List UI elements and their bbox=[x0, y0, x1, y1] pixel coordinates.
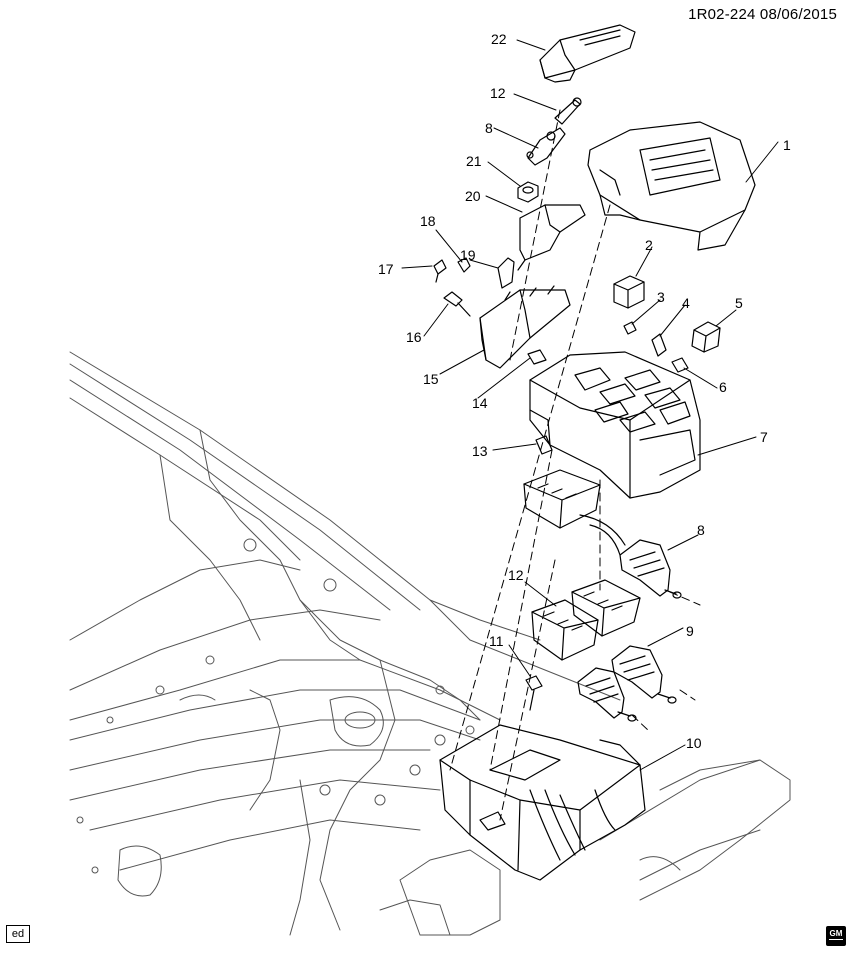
ed-badge: ed bbox=[6, 925, 30, 943]
callout-18: 18 bbox=[420, 213, 436, 229]
callout-10: 10 bbox=[686, 735, 702, 751]
callout-4: 4 bbox=[682, 295, 690, 311]
part-3-fuse bbox=[623, 321, 637, 335]
callout-1: 1 bbox=[783, 137, 791, 153]
callout-13: 13 bbox=[472, 443, 488, 459]
callout-8-lower: 8 bbox=[697, 522, 705, 538]
part-1-fuse-box-cover bbox=[587, 121, 756, 251]
callout-19: 19 bbox=[460, 247, 476, 263]
part-4-fuse bbox=[651, 333, 667, 357]
callout-5: 5 bbox=[735, 295, 743, 311]
callout-15: 15 bbox=[423, 371, 439, 387]
part-10-tray bbox=[439, 724, 646, 881]
part-18-clip bbox=[457, 257, 471, 273]
part-21-nut bbox=[517, 181, 539, 203]
callout-20: 20 bbox=[465, 188, 481, 204]
part-2-relay bbox=[613, 275, 645, 309]
part-20-bracket bbox=[517, 204, 586, 271]
part-6-fuse bbox=[671, 357, 689, 373]
gm-logo: GM bbox=[826, 926, 846, 946]
part-16-bolt bbox=[443, 291, 471, 317]
callout-17: 17 bbox=[378, 261, 394, 277]
callout-22: 22 bbox=[491, 31, 507, 47]
vehicle-body-structure bbox=[69, 351, 791, 936]
callout-2: 2 bbox=[645, 237, 653, 253]
connector-lower-right bbox=[571, 579, 641, 637]
harness-upper bbox=[579, 514, 626, 556]
part-11-bolt bbox=[525, 675, 543, 711]
part-5-relay bbox=[691, 321, 721, 353]
part-12-bracket-top bbox=[554, 97, 582, 125]
callout-12-lower: 12 bbox=[508, 567, 524, 583]
diagram-code: 1R02-224 08/06/2015 bbox=[688, 6, 837, 23]
part-19-clip bbox=[497, 257, 515, 289]
grommet-lower bbox=[577, 667, 637, 722]
part-14-pin bbox=[527, 349, 547, 365]
leader-lines bbox=[401, 39, 779, 771]
part-7-fuse-box bbox=[529, 351, 701, 499]
part-15-junction-block bbox=[479, 285, 571, 369]
connector-upper bbox=[523, 469, 601, 529]
callout-6: 6 bbox=[719, 379, 727, 395]
part-22-cover bbox=[539, 24, 636, 83]
part-8-bracket-top bbox=[526, 127, 566, 166]
part-9-grommet bbox=[611, 645, 677, 704]
callout-11: 11 bbox=[489, 633, 504, 649]
gm-logo-text: GM bbox=[829, 929, 843, 938]
part-8-grommet bbox=[619, 539, 682, 599]
callout-3: 3 bbox=[657, 289, 665, 305]
callout-9: 9 bbox=[686, 623, 694, 639]
callout-21: 21 bbox=[466, 153, 482, 169]
callout-14: 14 bbox=[472, 395, 488, 411]
part-13-clip bbox=[535, 435, 553, 455]
callout-7: 7 bbox=[760, 429, 768, 445]
part-17-fastener bbox=[433, 259, 447, 283]
callout-12-top: 12 bbox=[490, 85, 506, 101]
part-12-connector bbox=[531, 599, 599, 661]
callout-8-top: 8 bbox=[485, 120, 493, 136]
callout-16: 16 bbox=[406, 329, 422, 345]
